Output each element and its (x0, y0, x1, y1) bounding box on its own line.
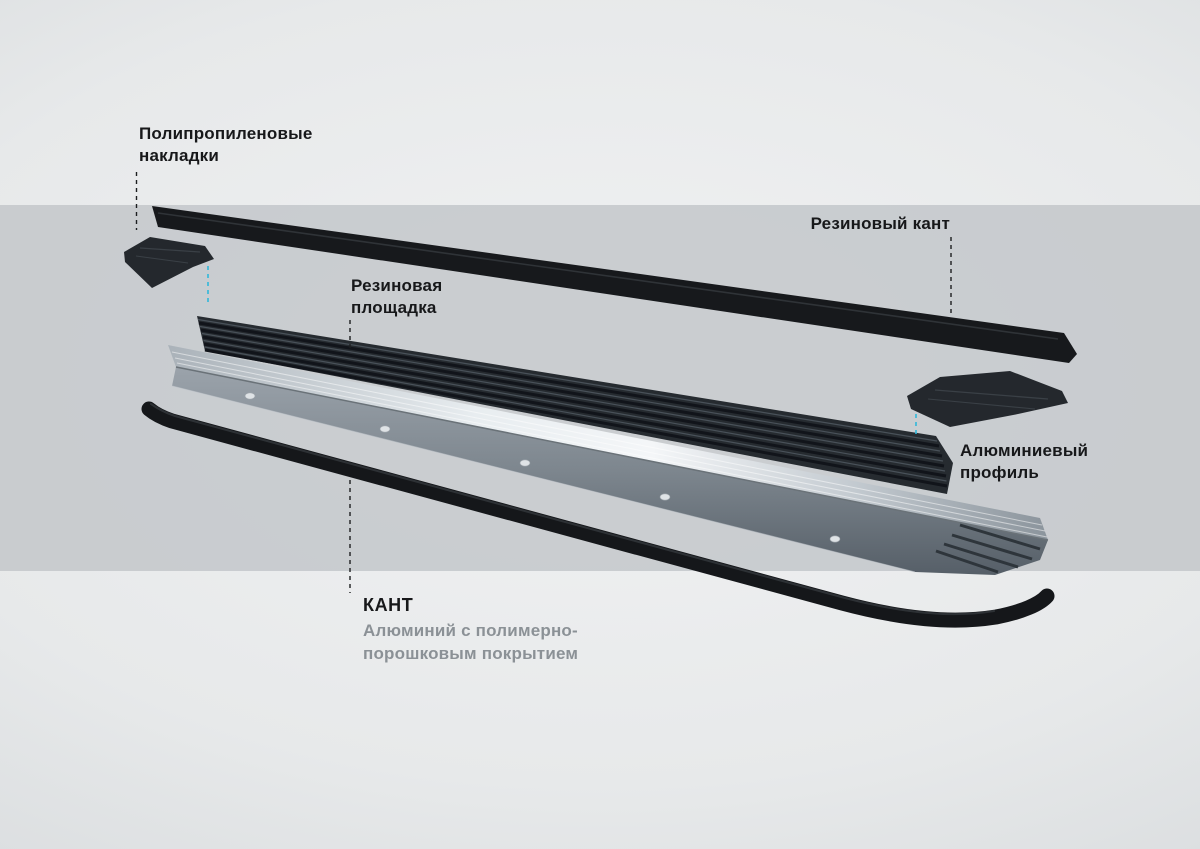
polypropylene-cap-right (907, 371, 1068, 427)
aluminum-profile (168, 345, 1049, 575)
rubber-platform-ridges (197, 318, 947, 482)
cap-right-ridge2 (927, 398, 1036, 410)
aluminum-rivets (244, 392, 841, 543)
cap-left-ridge (139, 247, 201, 253)
cap-left-ridge2 (135, 255, 189, 264)
cap-right-ridge (934, 389, 1049, 400)
label-rubber-edging: Резиновый кант (810, 214, 950, 233)
label-aluminum-profile: Алюминиевый профиль (960, 441, 1089, 483)
cap-left-body (124, 237, 214, 288)
aluminum-extrusion-lines (171, 351, 1048, 538)
label-kant-title: КАНТ (363, 595, 414, 615)
aluminum-edge-line (175, 366, 1049, 541)
rubber-platform-grooves (198, 321, 948, 488)
kant-frame-highlight (150, 403, 995, 616)
rubber-edging-strip (152, 206, 1077, 363)
kant-frame (141, 401, 1055, 628)
rubber-platform (197, 316, 953, 494)
aluminum-top-face (168, 345, 1048, 540)
cap-right-body (907, 371, 1068, 427)
label-polypropylene-caps: Полипропиленовые накладки (139, 124, 313, 166)
polypropylene-cap-left (124, 237, 214, 288)
label-rubber-platform: Резиновая площадка (351, 276, 443, 318)
label-kant-subtitle: Алюминий с полимерно- порошковым покрыти… (363, 621, 579, 663)
rubber-edging-highlight (157, 212, 1059, 340)
kant-frame-bar (141, 401, 1055, 628)
aluminum-end-fins (935, 523, 1041, 574)
aluminum-front-face (172, 367, 1048, 575)
aluminum-bottom-reflection (171, 385, 916, 573)
